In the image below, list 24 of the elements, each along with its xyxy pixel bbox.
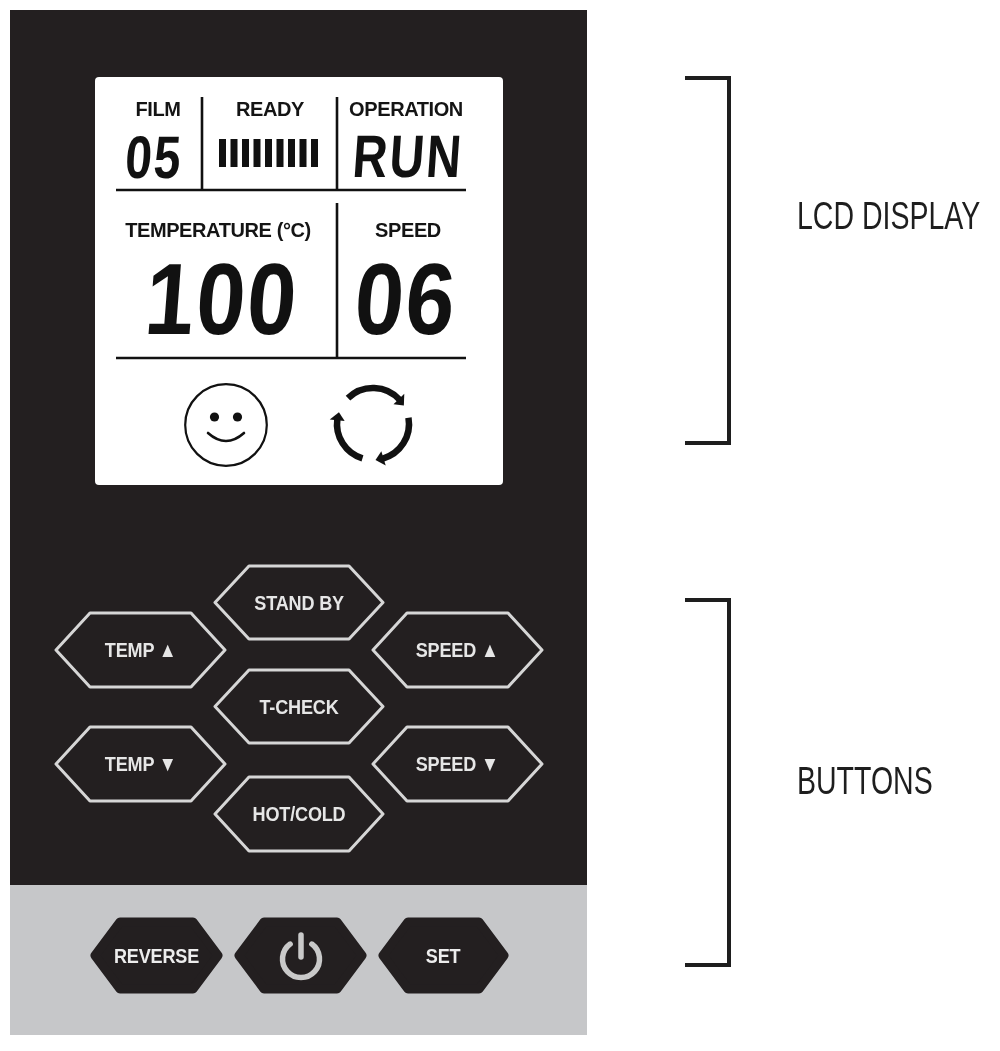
hexagon-button: REVERSE: [90, 917, 223, 994]
hexagon-button: SPEED ▼: [371, 725, 544, 803]
section-label: BUTTONS: [797, 760, 933, 804]
hexagon-button: TEMP ▼: [54, 725, 227, 803]
section-label: LCD DISPLAY: [797, 195, 981, 239]
display-label: READY: [236, 98, 304, 120]
display-label: OPERATION: [349, 98, 463, 120]
hexagon-button: SET: [378, 917, 509, 994]
digit-readout: 05: [123, 127, 185, 188]
lcd-screen: [95, 77, 503, 485]
display-label: SPEED: [375, 219, 441, 241]
digit-readout: 06: [351, 249, 461, 351]
display-label: TEMPERATURE (°C): [125, 219, 311, 241]
digit-readout: 100: [141, 249, 303, 351]
hexagon-button: TEMP ▲: [54, 611, 227, 689]
control-panel: [10, 10, 587, 885]
hexagon-button: T-CHECK: [213, 668, 385, 745]
hexagon-button: SPEED ▲: [371, 611, 544, 689]
hexagon-button: STAND BY: [213, 564, 385, 641]
digit-readout: RUN: [350, 126, 466, 187]
lower-panel: [10, 885, 587, 1035]
display-label: FILM: [135, 98, 181, 120]
power-button: [234, 917, 367, 994]
hexagon-button: HOT/COLD: [213, 775, 385, 853]
